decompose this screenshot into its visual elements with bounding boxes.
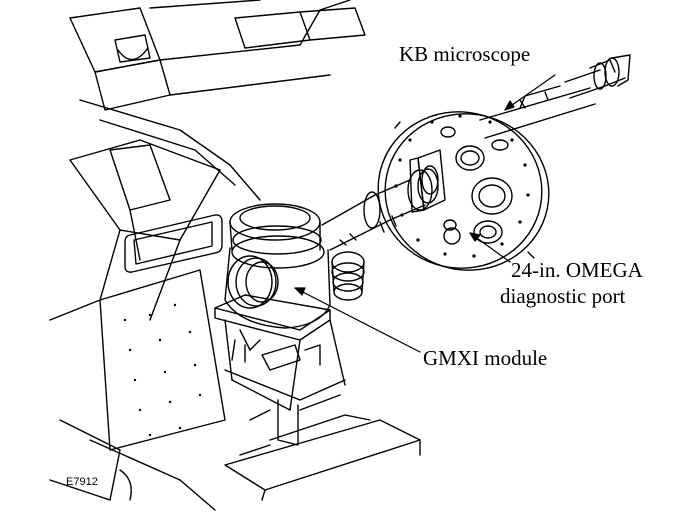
omega-port-label-line2: diagnostic port [500,284,626,308]
omega-flange [364,97,564,286]
gmxi-module-drawing [215,204,420,500]
kb-microscope-drawing [480,55,630,138]
kb-arrowhead [505,101,514,110]
gmxi-arrowhead [295,288,305,295]
gmxi-leader-line [295,288,420,352]
leader-arrows [295,75,555,352]
gmxi-module-label: GMXI module [423,346,548,370]
port-arrowhead [470,233,480,241]
figure-id-label: E7912 [66,476,98,488]
kb-microscope-label: KB microscope [399,42,531,66]
kb-leader-line [505,75,555,110]
chamber-structure [50,0,365,510]
omega-port-label-line1: 24-in. OMEGA [511,258,643,282]
